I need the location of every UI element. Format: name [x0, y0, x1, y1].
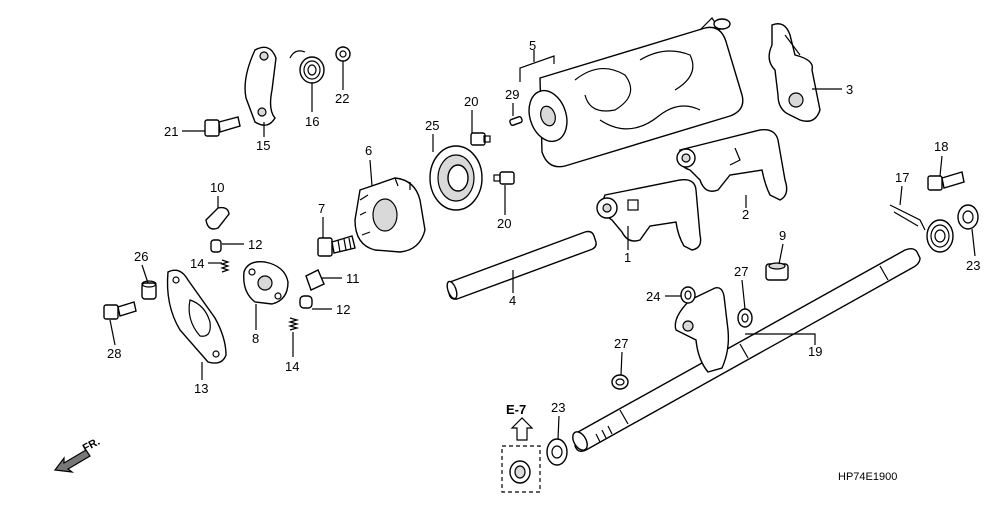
- shift-fork-shaft: [446, 230, 597, 300]
- collar-26: [141, 280, 157, 300]
- callout-26: 26: [134, 249, 148, 264]
- bolt-20-bottom: [493, 171, 515, 185]
- callout-14-lower: 14: [285, 359, 299, 374]
- leader-lines: [109, 50, 976, 440]
- callout-10: 10: [210, 180, 224, 195]
- drum-cam: [354, 177, 426, 253]
- gearshift-spindle: [572, 247, 921, 453]
- callout-8: 8: [252, 331, 259, 346]
- callout-24: 24: [646, 289, 660, 304]
- callout-27-lower: 27: [614, 336, 628, 351]
- guide-plate: [166, 269, 227, 364]
- callout-23-right: 23: [966, 258, 980, 273]
- bolt-28: [103, 301, 137, 320]
- callout-18: 18: [934, 139, 948, 154]
- spring-14-lower: [287, 317, 300, 331]
- stopper-arm: [244, 46, 277, 126]
- callout-20-top: 20: [464, 94, 478, 109]
- callout-11: 11: [346, 271, 360, 286]
- bolt-21: [204, 116, 241, 137]
- shift-fork-1: [596, 179, 702, 251]
- callout-12-upper: 12: [248, 237, 262, 252]
- callout-20-bottom: 20: [497, 216, 511, 231]
- callout-labels: 1 2 3 4 5 6 7 8 9 10 11 12 12 13 14 14 1…: [81, 38, 981, 483]
- callout-19: 19: [808, 344, 822, 359]
- circlip-27-lower: [611, 374, 629, 390]
- callout-12-lower: 12: [336, 302, 350, 317]
- pin-11: [305, 269, 325, 291]
- return-spring: [889, 204, 954, 253]
- callout-9: 9: [779, 228, 786, 243]
- circlip-24: [680, 286, 696, 304]
- callout-4: 4: [509, 293, 516, 308]
- front-direction-arrow: [53, 449, 91, 473]
- pin-12-upper: [210, 239, 222, 253]
- callout-3: 3: [846, 82, 853, 97]
- pin-29: [509, 115, 523, 127]
- bolt-20-top: [470, 132, 491, 146]
- callout-1: 1: [624, 250, 631, 265]
- callout-17: 17: [895, 170, 909, 185]
- shift-arm: [674, 286, 730, 373]
- washer-23-lower: [546, 438, 568, 466]
- callout-29: 29: [505, 87, 519, 102]
- callout-25: 25: [425, 118, 439, 133]
- cam-plate: [243, 261, 289, 305]
- washer-22: [335, 46, 351, 62]
- bolt-7: [317, 235, 356, 257]
- spring-16: [289, 50, 325, 84]
- bolt-9: [765, 262, 789, 281]
- callout-7: 7: [318, 201, 325, 216]
- callout-27-upper: 27: [734, 264, 748, 279]
- circlip-27-upper: [737, 308, 753, 328]
- shift-fork-2: [676, 129, 788, 201]
- pin-10: [205, 206, 230, 230]
- callout-21: 21: [164, 124, 178, 139]
- callout-13: 13: [194, 381, 208, 396]
- washer-23-right: [957, 204, 979, 230]
- diagram-code: HP74E1900: [838, 471, 897, 483]
- front-direction-label: FR.: [81, 436, 102, 455]
- bolt-18: [927, 171, 965, 191]
- reference-box: [501, 417, 541, 493]
- callout-28: 28: [107, 346, 121, 361]
- pin-12-lower: [299, 295, 313, 309]
- bearing: [429, 145, 483, 211]
- shift-fork-3: [768, 23, 821, 122]
- callout-22: 22: [335, 91, 349, 106]
- callout-5: 5: [529, 38, 536, 53]
- callout-15: 15: [256, 138, 270, 153]
- callout-23-lower: 23: [551, 400, 565, 415]
- callout-16: 16: [305, 114, 319, 129]
- shift-drum: [528, 17, 744, 168]
- callout-2: 2: [742, 207, 749, 222]
- callout-14-upper: 14: [190, 256, 204, 271]
- spring-14-upper: [220, 259, 230, 273]
- callout-6: 6: [365, 143, 372, 158]
- reference-box-label: E-7: [506, 402, 526, 417]
